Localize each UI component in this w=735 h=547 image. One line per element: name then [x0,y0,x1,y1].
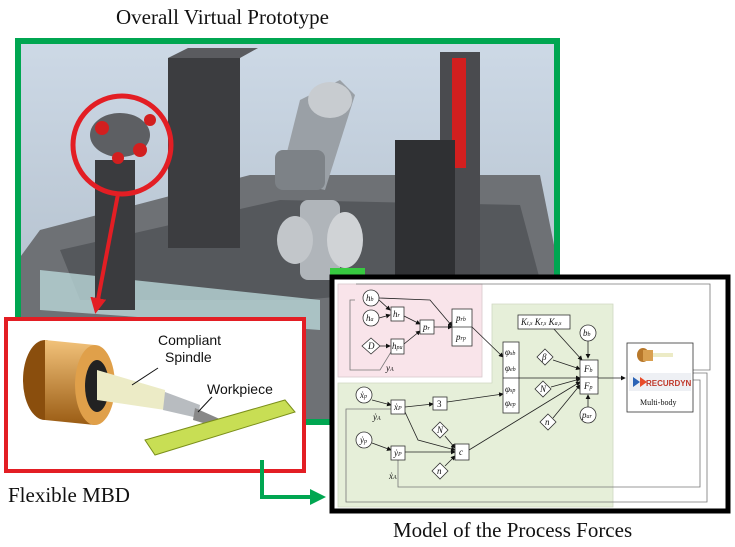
node-D: D [361,337,381,355]
caption-flexible-mbd: Flexible MBD [8,483,130,507]
node-beta: β [536,348,554,366]
svg-text:β: β [541,352,547,362]
svg-text:ẋp: ẋp [359,390,367,400]
node-N2: N [431,421,449,439]
node-c: c [454,443,470,461]
svg-text:Fp: Fp [583,381,593,391]
node-yP: ẏP [390,445,406,461]
node-phi: φsb φeb φsp φep [502,341,520,414]
node-xp-input: ẋp [355,386,373,404]
zoom-arrow-red [90,193,120,314]
svg-text:φeb: φeb [505,363,516,373]
node-F: Fb Fp [579,359,599,395]
node-hr: hr [390,306,405,322]
node-bb: bb [579,324,597,342]
process-force-model: hb ha D hr hpu pr prb prp yA φsb φeb φsp… [329,274,731,514]
workpiece-leader-line [197,396,213,413]
svg-text:c: c [459,447,463,457]
node-n1: n [539,413,557,431]
svg-text:hpu: hpu [392,341,403,351]
node-pr: pr [419,319,435,335]
node-n2: n [431,462,449,480]
label-yA-dot: ẏA [372,412,381,422]
svg-text:φsp: φsp [505,384,515,394]
green-arrow [260,460,326,505]
svg-text:φsb: φsb [505,347,515,357]
compliant-spindle-drawing [23,340,222,428]
spindle-label-line2: Spindle [165,349,212,365]
svg-text:D: D [367,341,375,351]
svg-text:ẏp: ẏp [359,435,367,445]
spindle-label-line1: Compliant [158,332,221,348]
spindle-head [90,113,156,164]
svg-text:pr: pr [422,322,431,332]
svg-text:ẋP: ẋP [393,402,402,412]
multibody-label: Multi-body [640,398,676,407]
svg-text:Kt,s Kr,s Ka,s: Kt,s Kr,s Ka,s [520,317,562,327]
flexible-mbd-inset: Compliant Spindle Workpiece [4,317,306,473]
recurdyn-label: RECURDYN [646,379,692,388]
workpiece-label: Workpiece [207,381,273,397]
spindle-thumbnail-icon [637,348,673,362]
node-prb-prp: prb prp [451,308,473,347]
highlight-circle [70,93,174,197]
robot-arm [275,80,365,280]
svg-text:n: n [437,466,442,476]
spindle-leader-line [131,367,159,386]
svg-text:ha: ha [366,313,374,323]
svg-text:Fb: Fb [583,364,593,374]
multibody-block: RECURDYN Multi-body [626,342,694,413]
svg-text:prp: prp [455,332,466,342]
svg-text:ẏP: ẏP [393,448,402,458]
svg-text:3: 3 [437,399,442,409]
node-N1: N [534,380,552,398]
node-ha: ha [362,309,380,327]
caption-process-forces: Model of the Process Forces [393,518,633,542]
node-K: Kt,s Kr,s Ka,s [517,314,571,330]
node-hb: hb [362,289,380,307]
svg-text:hr: hr [393,309,401,319]
caption-overall-virtual-prototype: Overall Virtual Prototype [116,5,329,29]
svg-text:par: par [581,410,593,420]
label-yA: yA [385,363,394,373]
svg-text:φep: φep [505,398,516,408]
svg-text:N: N [539,384,547,394]
node-xP: ẋP [390,399,406,415]
cabinet [168,58,240,248]
recurdyn-logo-icon [633,377,647,387]
workpiece-drawing [144,399,296,456]
svg-text:bb: bb [583,328,591,338]
svg-text:N: N [436,425,444,435]
node-three: 3 [432,396,448,411]
node-yp-input: ẏp [355,431,373,449]
node-hpu: hpu [390,338,405,355]
svg-text:n: n [545,417,550,427]
svg-text:hb: hb [366,293,374,303]
svg-text:prb: prb [455,313,466,323]
node-par: par [579,406,597,424]
label-xA-dot: ẋA [388,471,397,481]
